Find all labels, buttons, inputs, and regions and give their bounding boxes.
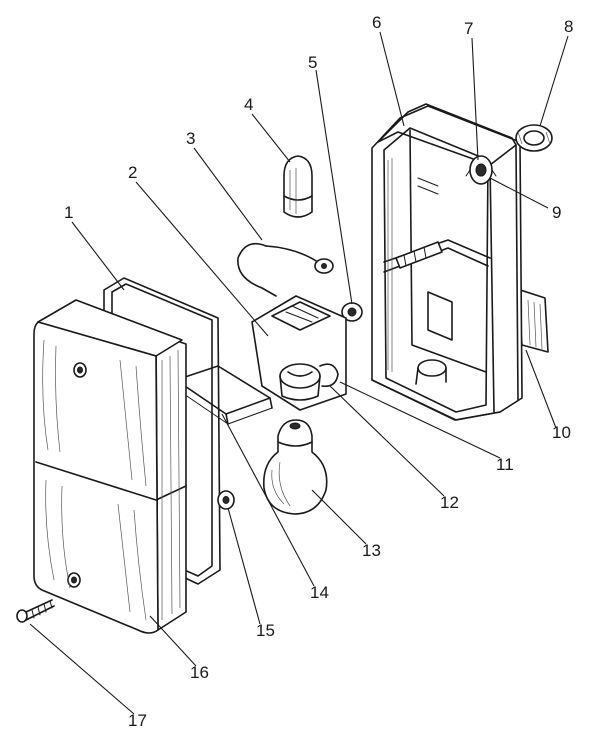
callout-4: 4 [244, 95, 253, 114]
callout-10: 10 [552, 423, 571, 442]
leader-lines [29, 31, 569, 715]
callout-5: 5 [308, 53, 317, 72]
part-14-reflector-plate [175, 365, 273, 425]
leader-8 [539, 35, 569, 127]
callout-3: 3 [186, 129, 195, 148]
leader-6 [379, 31, 405, 127]
part-7-9-terminal [465, 155, 497, 185]
leader-4 [251, 113, 291, 163]
part-17-screw [16, 599, 55, 623]
leader-15 [227, 507, 261, 625]
callout-numbers: 1 2 3 4 5 6 7 8 9 10 11 12 13 14 15 16 1… [64, 13, 573, 730]
leader-16 [149, 615, 197, 667]
leader-12 [329, 385, 445, 497]
leader-2 [135, 181, 269, 337]
leader-17 [29, 623, 135, 715]
leader-9 [489, 177, 549, 209]
part-3-wire-lead [237, 242, 334, 297]
callout-17: 17 [128, 711, 147, 730]
callout-7: 7 [464, 19, 473, 38]
leader-14 [221, 413, 315, 587]
callout-2: 2 [128, 163, 137, 182]
part-8-grommet [515, 124, 553, 152]
callout-16: 16 [190, 663, 209, 682]
leader-13 [311, 489, 367, 545]
callout-8: 8 [564, 17, 573, 36]
callout-6: 6 [372, 13, 381, 32]
part-13-large-bulb [262, 419, 328, 515]
part-2-11-12-bulb-holder [251, 295, 347, 411]
callout-11: 11 [496, 455, 514, 474]
callout-15: 15 [256, 621, 275, 640]
leader-11 [339, 381, 501, 459]
callout-9: 9 [552, 203, 561, 222]
leader-10 [525, 349, 557, 429]
leader-7 [471, 37, 479, 161]
part-16-lens [33, 299, 187, 634]
callout-12: 12 [440, 493, 459, 512]
leader-1 [71, 221, 125, 291]
leader-5 [315, 69, 353, 305]
part-4-small-bulb [283, 155, 313, 218]
leader-3 [193, 147, 263, 241]
part-6-housing [371, 103, 523, 421]
callout-13: 13 [362, 541, 381, 560]
part-15-nut [217, 490, 235, 510]
callout-14: 14 [310, 583, 329, 602]
callout-1: 1 [64, 203, 73, 222]
